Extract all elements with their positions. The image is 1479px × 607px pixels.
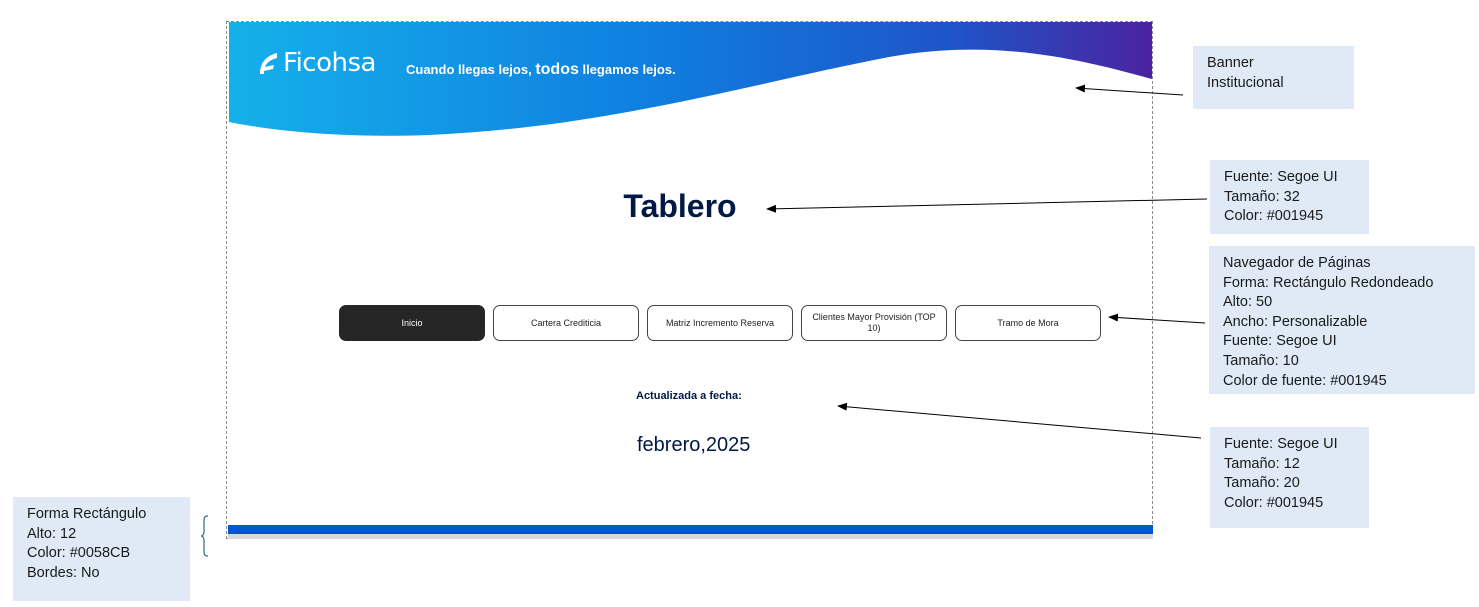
annotation-line: Tamaño: 32 — [1224, 188, 1300, 205]
ficohsa-logo: Ficohsa — [257, 46, 376, 80]
annotation-line: Fuente: Segoe UI — [1223, 333, 1337, 350]
annotation-line: Fuente: Segoe UI — [1224, 169, 1338, 185]
nav-button-3[interactable]: Matriz Incremento Reserva — [647, 305, 793, 341]
arrow-title — [766, 198, 1208, 213]
annotation-line: Color de fuente: #001945 — [1223, 372, 1387, 389]
nav-button-2[interactable]: Cartera Crediticia — [493, 305, 639, 341]
annotation-line: Tamaño: 20 — [1224, 475, 1300, 492]
nav-button-1[interactable]: Inicio — [339, 305, 485, 341]
arrow-date — [837, 402, 1202, 439]
footer-bar-shadow — [228, 534, 1153, 539]
annotation-line: Forma Rectángulo — [27, 506, 147, 522]
annotation-line: Alto: 50 — [1223, 294, 1273, 311]
brand-tagline: Cuando llegas lejos, todos llegamos lejo… — [406, 61, 676, 79]
institutional-banner — [229, 22, 1152, 137]
tagline-text-end: llegamos lejos. — [578, 62, 676, 77]
arrow-navigator — [1108, 313, 1206, 324]
nav-button-4[interactable]: Clientes Mayor Provisión (TOP 10) — [801, 305, 947, 341]
annotation-date: Fuente: Segoe UI Tamaño: 12 Tamaño: 20 Colo… — [1210, 427, 1369, 528]
annotation-line: Fuente: Segoe UI — [1224, 436, 1338, 452]
annotation-line: Navegador de Páginas — [1223, 255, 1371, 271]
tagline-emphasis: todos — [535, 61, 579, 78]
annotation-line: Ancho: Personalizable — [1223, 313, 1368, 330]
annotation-line: Banner — [1207, 55, 1254, 71]
annotation-title: Fuente: Segoe UI Tamaño: 32 Color: #001945 — [1210, 160, 1369, 234]
annotation-line: Tamaño: 12 — [1224, 455, 1300, 472]
footer-bar — [228, 525, 1153, 534]
annotation-line: Color: #0058CB — [27, 545, 131, 562]
annotation-line: Institucional — [1207, 74, 1284, 91]
ficohsa-logo-icon — [260, 53, 277, 74]
nav-button-5[interactable]: Tramo de Mora — [955, 305, 1101, 341]
arrow-banner — [1075, 84, 1184, 96]
updated-date-value: febrero,2025 — [637, 434, 751, 456]
annotation-line: Color: #001945 — [1224, 208, 1324, 225]
footer-bracket — [201, 515, 209, 557]
annotation-line: Bordes: No — [27, 564, 100, 581]
annotation-line: Color: #001945 — [1224, 494, 1324, 511]
annotation-line: Tamaño: 10 — [1223, 352, 1299, 369]
annotation-line: Alto: 12 — [27, 525, 77, 542]
page-title: Tablero — [623, 188, 737, 224]
banner-wave — [229, 22, 1152, 136]
brand-name: Ficohsa — [283, 48, 376, 78]
updated-date-label: Actualizada a fecha: — [636, 390, 742, 402]
annotation-line: Forma: Rectángulo Redondeado — [1223, 274, 1434, 291]
tagline-text: Cuando llegas lejos, — [406, 62, 536, 77]
